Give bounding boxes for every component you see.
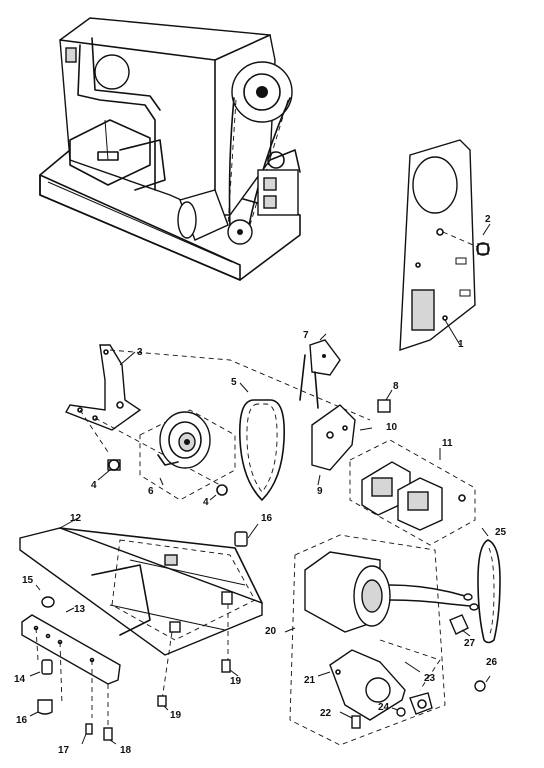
callout-12: 12 <box>70 513 82 524</box>
timing-belt <box>238 382 286 501</box>
side-cover-plate <box>399 139 481 351</box>
callout-11: 11 <box>442 438 453 449</box>
switch-clip <box>377 389 393 413</box>
motor-bracket <box>64 344 371 486</box>
small-screw-left <box>81 723 93 745</box>
bracket-screw <box>97 459 121 481</box>
callout-25: 25 <box>495 527 507 538</box>
callout-7: 7 <box>303 330 309 341</box>
callout-4b: 4 <box>203 497 209 508</box>
callout-17: 17 <box>58 745 70 756</box>
callout-15: 15 <box>22 575 34 586</box>
base-frame <box>19 517 263 701</box>
callout-4a: 4 <box>91 480 97 491</box>
callout-9: 9 <box>317 486 323 497</box>
callout-5: 5 <box>231 377 237 388</box>
callout-8: 8 <box>393 381 399 392</box>
callout-16b: 16 <box>16 715 28 726</box>
front-rail <box>21 607 121 735</box>
power-plug-socket <box>349 439 476 546</box>
callout-16a: 16 <box>261 513 273 524</box>
small-screw-right <box>103 727 117 745</box>
callout-20: 20 <box>265 626 277 637</box>
callout-3: 3 <box>137 347 143 358</box>
callout-10: 10 <box>386 422 398 433</box>
motor-nut <box>474 675 491 692</box>
motor-screw <box>339 711 361 729</box>
callout-24: 24 <box>378 702 390 713</box>
callout-27: 27 <box>464 638 476 649</box>
foot-screw-center <box>157 695 169 711</box>
switch-bracket <box>299 333 341 409</box>
callout-6: 6 <box>148 486 154 497</box>
rubber-foot <box>234 523 259 547</box>
motor-bushing <box>409 692 433 715</box>
callout-18: 18 <box>120 745 132 756</box>
callout-21: 21 <box>304 675 316 686</box>
motor-brush-holder <box>379 639 441 691</box>
sewing-machine-assembly <box>39 17 301 281</box>
callout-26: 26 <box>486 657 498 668</box>
callout-1: 1 <box>458 339 464 350</box>
callout-13: 13 <box>74 604 86 615</box>
motor-pulley-small <box>449 614 471 637</box>
motor-washer <box>391 707 406 717</box>
motor-assembly <box>284 534 479 746</box>
foot-screw-right <box>221 659 239 677</box>
callout-22: 22 <box>320 708 332 719</box>
callout-14: 14 <box>14 674 26 685</box>
callout-19a: 19 <box>230 676 242 687</box>
cover-screw <box>476 223 491 256</box>
callout-2: 2 <box>485 214 491 225</box>
plug-mount-plate <box>311 404 373 486</box>
motor-pulley-assembly <box>139 409 236 501</box>
callout-labels: 1 2 3 4 4 5 6 7 8 9 10 11 12 13 14 15 16… <box>14 214 507 756</box>
foot-pad-top <box>35 584 55 608</box>
pulley-screw <box>209 484 228 501</box>
foot-pad-side <box>29 659 53 677</box>
callout-19b: 19 <box>170 710 182 721</box>
foot-pad-bottom <box>29 699 53 717</box>
callout-23: 23 <box>424 673 436 684</box>
motor-belt <box>477 527 501 644</box>
motor-end-bracket <box>317 649 406 721</box>
